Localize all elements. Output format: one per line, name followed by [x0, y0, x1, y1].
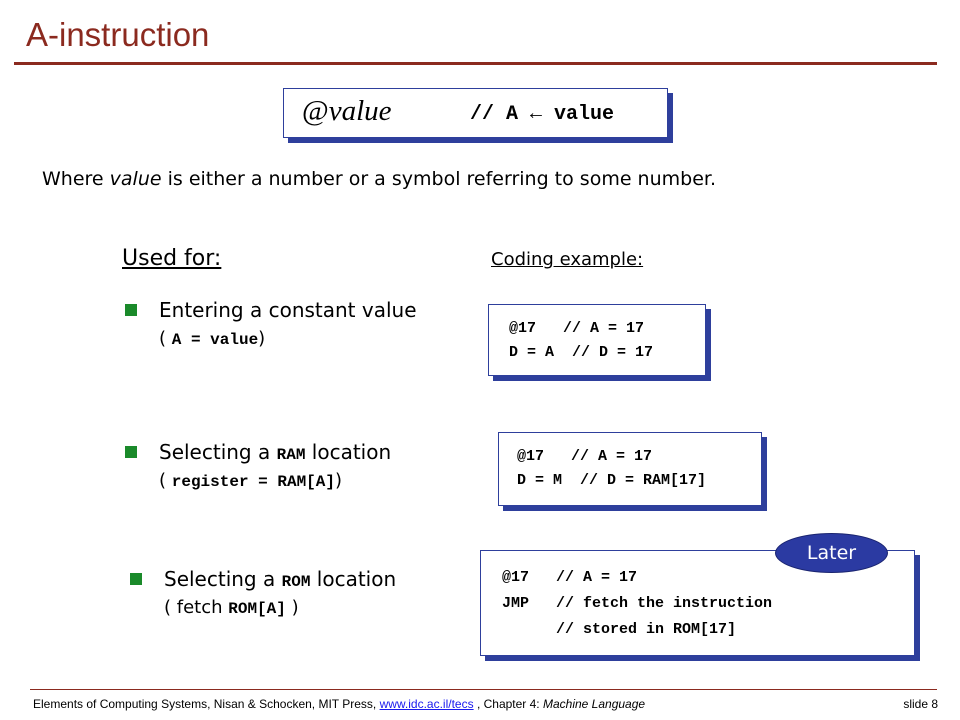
syntax-value: value: [328, 95, 392, 127]
bullet-line2-post: ): [258, 328, 266, 349]
bullet-line1-post: location: [310, 567, 397, 591]
title-divider: [14, 62, 937, 65]
bullet-line2-pre: (: [159, 328, 172, 349]
bullet-marker: [125, 304, 137, 316]
bullet-line2-post: ): [334, 470, 343, 491]
footer-citation: Elements of Computing Systems, Nisan & S…: [33, 697, 645, 711]
footer-divider: [30, 689, 937, 690]
bullet-line2: ( register = RAM[A]): [159, 470, 342, 491]
code-example-ram: @17 // A = 17 D = M // D = RAM[17]: [498, 432, 762, 506]
code-block: @17 // A = 17 JMP // fetch the instructi…: [502, 569, 773, 638]
bullet-line2-post: ): [285, 597, 299, 618]
bullet-line1-pre: Selecting a: [159, 440, 277, 464]
bullet-line1: Selecting a RAM location: [159, 440, 391, 464]
coding-example-heading: Coding example:: [491, 249, 644, 270]
slide-title: A-instruction: [26, 16, 210, 53]
used-for-heading: Used for:: [122, 246, 222, 271]
bullet-marker: [125, 446, 137, 458]
syntax-comment: // A ← value: [470, 103, 615, 126]
code-example-constant: @17 // A = 17 D = A // D = 17: [488, 304, 706, 376]
syntax-at: @: [302, 95, 329, 127]
footer-chapter: Machine Language: [542, 697, 646, 711]
footer-citation-mid: , Chapter 4:: [473, 697, 543, 711]
syntax-symbol: @value: [302, 95, 392, 128]
bullet-line1: Selecting a ROM location: [164, 567, 396, 591]
bullet-line1-code: RAM: [276, 446, 306, 464]
bullet-line2-code: ROM[A]: [228, 600, 286, 618]
bullet-line2: ( A = value): [159, 328, 265, 349]
bullet-line2-code: A = value: [171, 331, 259, 349]
description-text: Where value is either a number or a symb…: [42, 168, 716, 190]
bullet-line2-code: register = RAM[A]: [171, 473, 335, 491]
code-block: @17 // A = 17 D = A // D = 17: [509, 320, 654, 361]
bullet-line1-pre: Selecting a: [164, 567, 282, 591]
code-block: @17 // A = 17 D = M // D = RAM[17]: [517, 448, 707, 489]
later-badge: Later: [775, 533, 888, 573]
description-prefix: Where: [42, 168, 110, 190]
description-value: value: [109, 168, 162, 190]
syntax-box: @value // A ← value: [283, 88, 668, 138]
slide-number: slide 8: [903, 697, 938, 711]
bullet-marker: [130, 573, 142, 585]
bullet-line2-pre: (: [159, 470, 172, 491]
bullet-line2: ( fetch ROM[A] ): [164, 597, 299, 618]
bullet-line1-post: location: [305, 440, 392, 464]
footer-citation-pre: Elements of Computing Systems, Nisan & S…: [33, 697, 380, 711]
footer-link[interactable]: www.idc.ac.il/tecs: [379, 697, 474, 711]
bullet-line1: Entering a constant value: [159, 298, 417, 322]
description-suffix: is either a number or a symbol referring…: [161, 168, 717, 190]
bullet-line1-code: ROM: [281, 573, 311, 591]
bullet-line2-pre: ( fetch: [164, 597, 229, 618]
